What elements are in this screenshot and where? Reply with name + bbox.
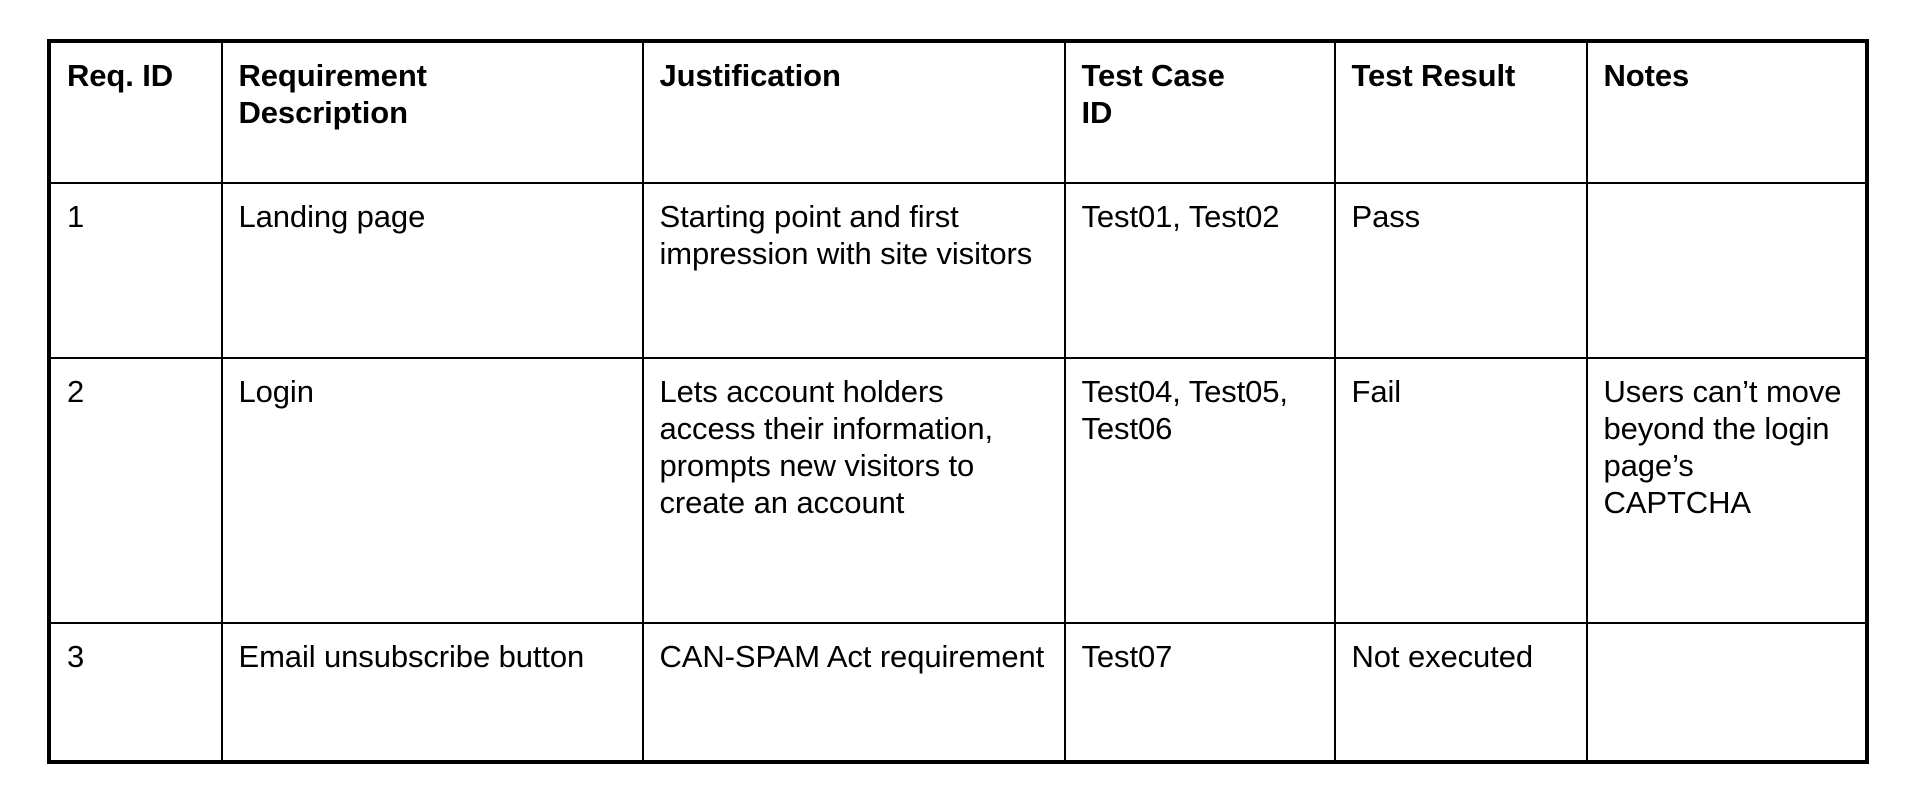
column-header-test-result-label: Test Result <box>1351 58 1516 93</box>
cell-req-id: 1 <box>48 181 223 359</box>
cell-requirement-description-value: Email unsubscribe button <box>238 638 585 674</box>
cell-justification: Lets account holders access their inform… <box>641 356 1066 624</box>
cell-test-result: Pass <box>1333 181 1588 359</box>
requirements-table-container: Req. ID Requirement Description Justific… <box>47 39 1869 764</box>
table-row: 1 Landing page Starting point and first … <box>48 181 1868 359</box>
cell-test-result: Fail <box>1333 356 1588 624</box>
column-header-test-case-id: Test Case ID <box>1063 40 1336 184</box>
column-header-notes: Notes <box>1585 40 1868 184</box>
cell-test-case-id-value: Test01, Test02 <box>1081 198 1280 234</box>
cell-test-case-id: Test07 <box>1063 621 1336 763</box>
cell-req-id: 2 <box>48 356 223 624</box>
cell-test-result-value: Not executed <box>1351 638 1534 674</box>
column-header-test-case-id-label: Test Case ID <box>1081 58 1225 131</box>
cell-test-case-id: Test04, Test05, Test06 <box>1063 356 1336 624</box>
cell-notes-value: Users can’t move beyond the login page’s… <box>1603 373 1842 521</box>
table-row: 2 Login Lets account holders access thei… <box>48 356 1868 624</box>
cell-test-result: Not executed <box>1333 621 1588 763</box>
column-header-notes-label: Notes <box>1603 58 1690 93</box>
cell-test-case-id-value: Test07 <box>1081 638 1173 674</box>
cell-test-result-value: Pass <box>1351 198 1421 234</box>
column-header-requirement-description-label: Requirement Description <box>238 58 427 131</box>
cell-test-case-id: Test01, Test02 <box>1063 181 1336 359</box>
cell-req-id: 3 <box>48 621 223 763</box>
column-header-req-id-label: Req. ID <box>67 58 174 93</box>
cell-justification-value: CAN-SPAM Act requirement <box>659 638 1045 674</box>
column-header-test-result: Test Result <box>1333 40 1588 184</box>
column-header-justification-label: Justification <box>659 58 841 93</box>
table-header-row: Req. ID Requirement Description Justific… <box>48 40 1868 184</box>
table-body: 1 Landing page Starting point and first … <box>48 181 1868 763</box>
cell-notes <box>1585 181 1868 359</box>
cell-requirement-description: Email unsubscribe button <box>220 621 644 763</box>
column-header-req-id: Req. ID <box>48 40 223 184</box>
cell-req-id-value: 1 <box>67 198 85 234</box>
cell-test-case-id-value: Test04, Test05, Test06 <box>1081 373 1289 446</box>
cell-notes <box>1585 621 1868 763</box>
cell-notes: Users can’t move beyond the login page’s… <box>1585 356 1868 624</box>
cell-notes-value <box>1604 198 1850 199</box>
cell-req-id-value: 2 <box>67 373 85 409</box>
cell-justification: CAN-SPAM Act requirement <box>641 621 1066 763</box>
requirements-traceability-table: Req. ID Requirement Description Justific… <box>47 39 1869 764</box>
column-header-justification: Justification <box>641 40 1066 184</box>
column-header-requirement-description: Requirement Description <box>220 40 644 184</box>
cell-notes-value <box>1604 638 1850 639</box>
cell-requirement-description: Landing page <box>220 181 644 359</box>
cell-requirement-description-value: Landing page <box>238 198 426 234</box>
cell-justification: Starting point and first impression with… <box>641 181 1066 359</box>
table-row: 3 Email unsubscribe button CAN-SPAM Act … <box>48 621 1868 763</box>
table-header: Req. ID Requirement Description Justific… <box>48 40 1868 184</box>
cell-requirement-description: Login <box>220 356 644 624</box>
cell-req-id-value: 3 <box>67 638 85 674</box>
cell-requirement-description-value: Login <box>238 373 314 409</box>
cell-justification-value: Starting point and first impression with… <box>659 198 1033 271</box>
cell-test-result-value: Fail <box>1351 373 1402 409</box>
cell-justification-value: Lets account holders access their inform… <box>659 373 994 521</box>
